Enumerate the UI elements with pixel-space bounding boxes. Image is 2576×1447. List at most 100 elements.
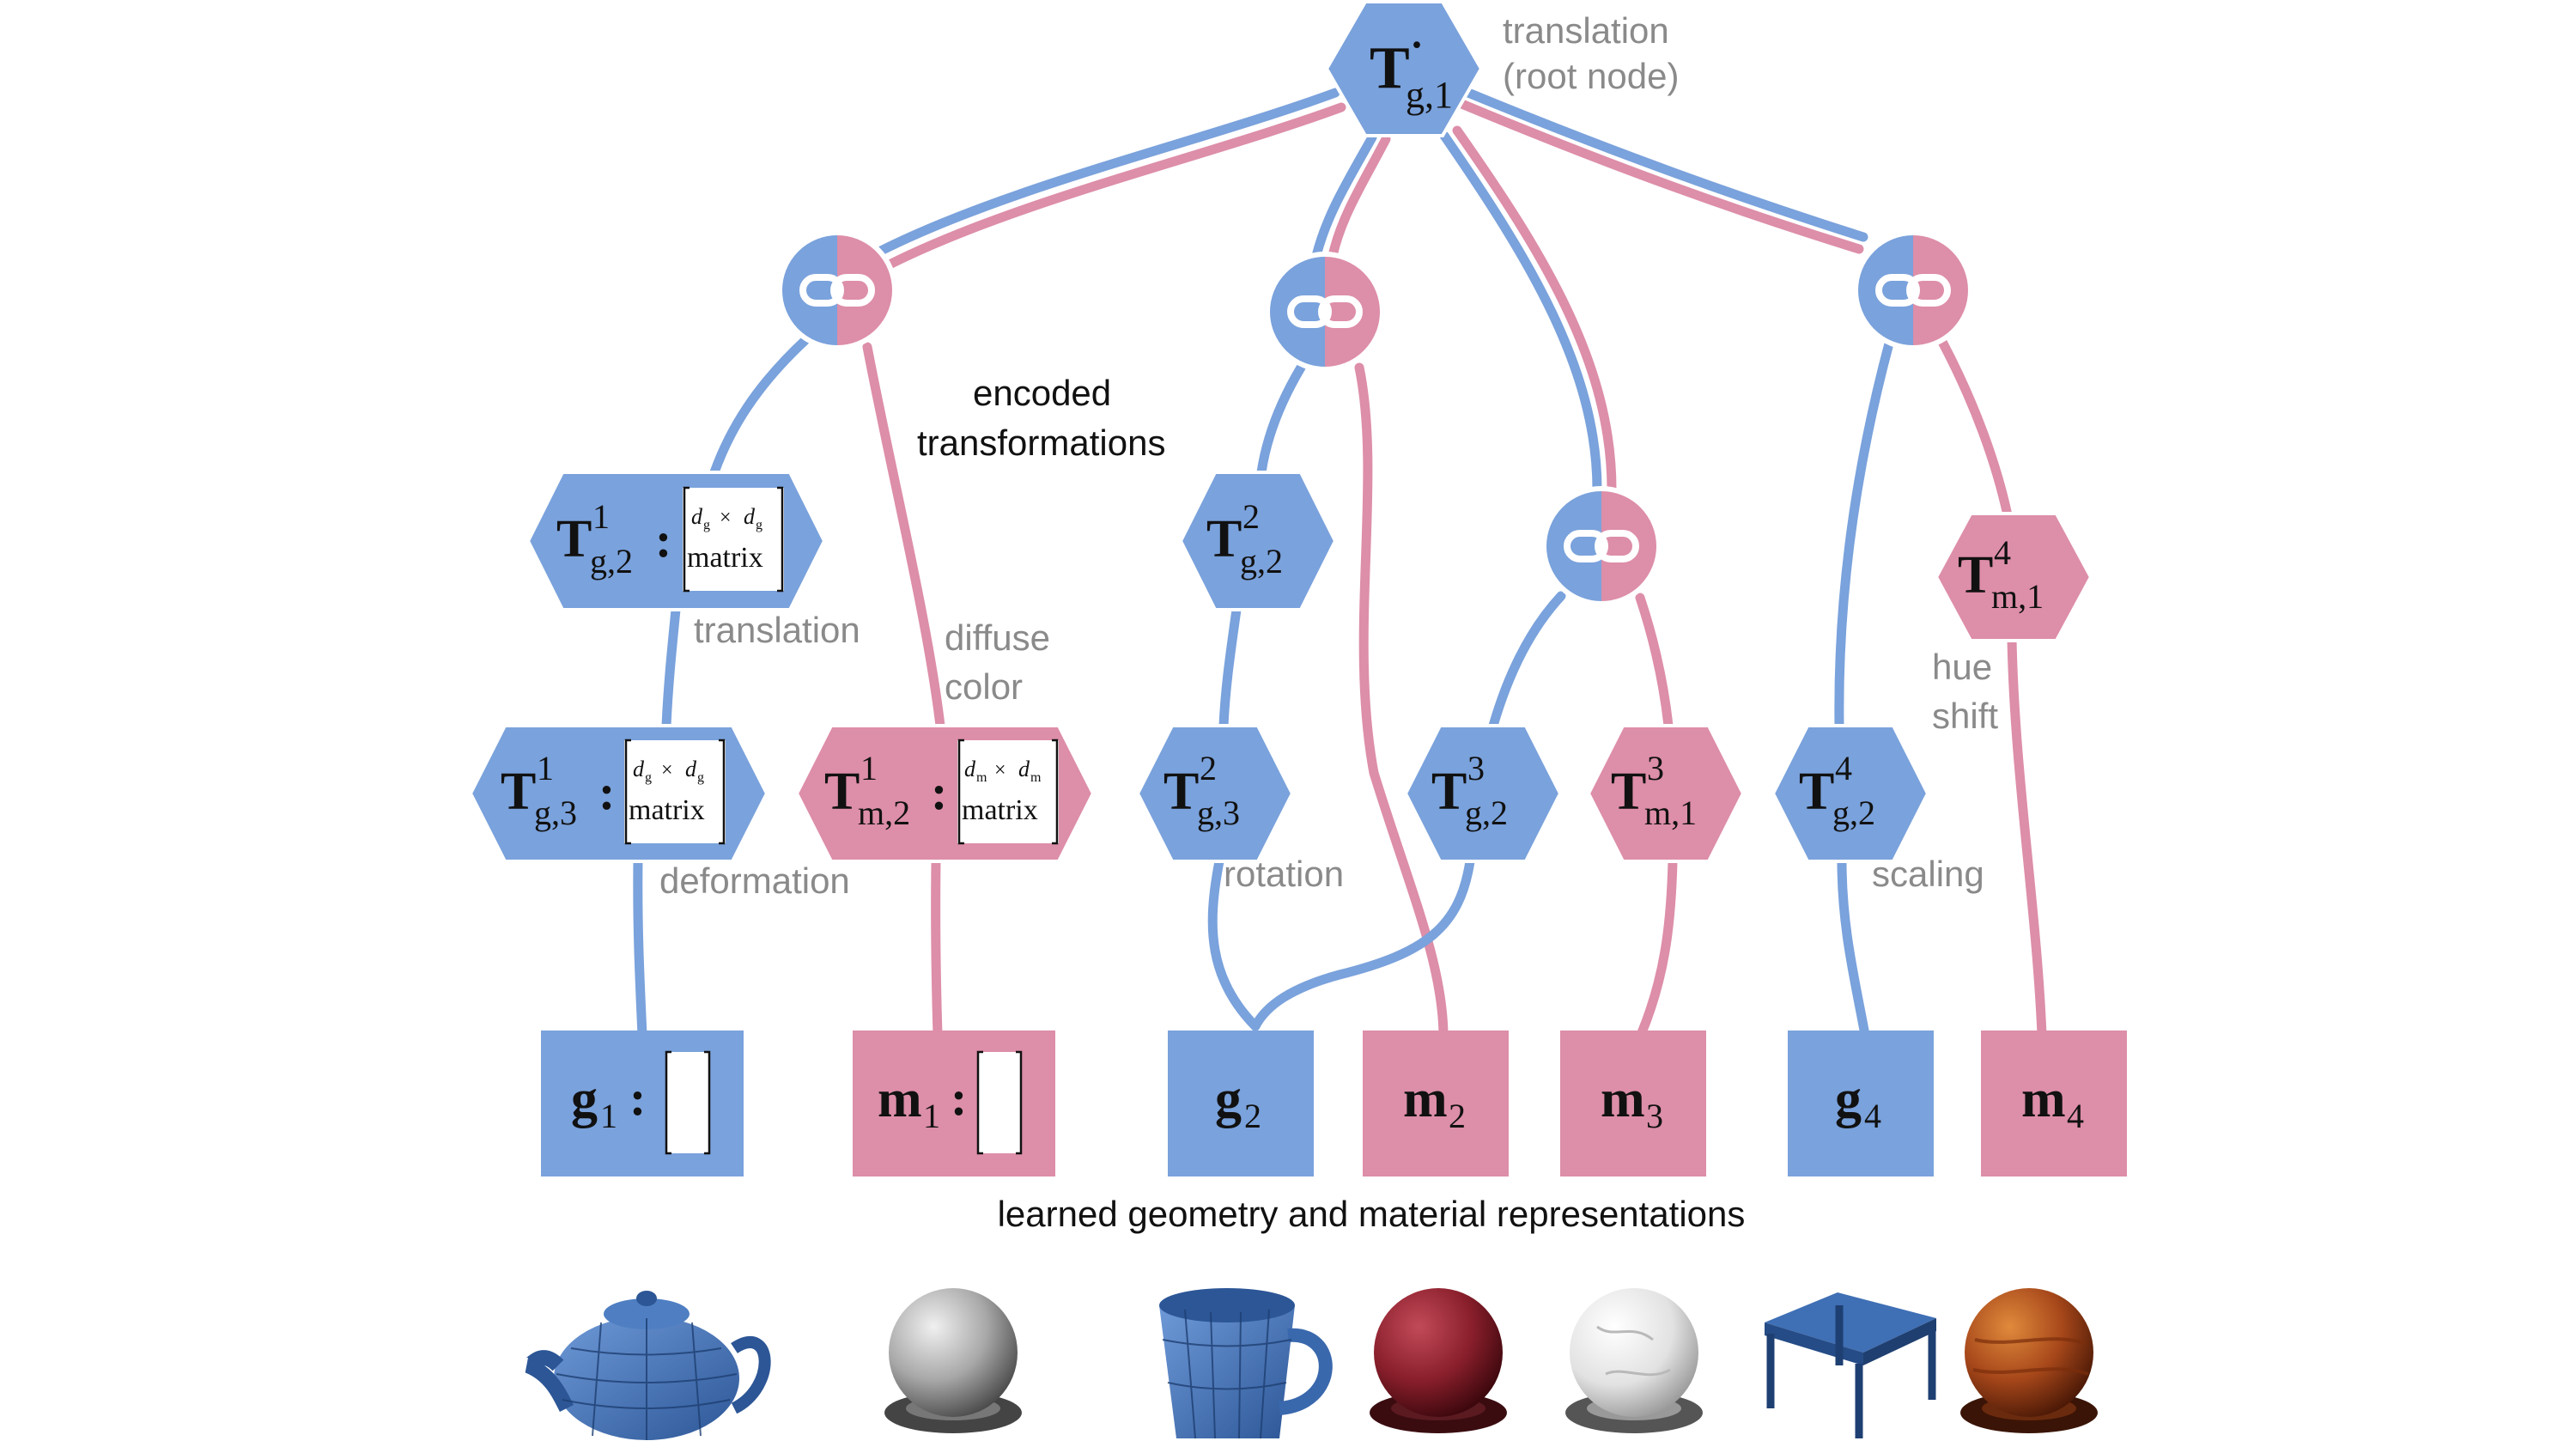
edge-root-linkD-mat bbox=[1455, 98, 1864, 254]
mug-thumbnail bbox=[1159, 1288, 1333, 1439]
leaf-m3[interactable]: m 3 bbox=[1560, 1031, 1706, 1176]
hue-label-line1: hue bbox=[1932, 647, 1992, 687]
leaf-g4[interactable]: g 4 bbox=[1788, 1031, 1934, 1176]
svg-text:g: g bbox=[571, 1070, 598, 1128]
edge-linkB-tg22 bbox=[1256, 362, 1306, 477]
edge-root-linkA-geo bbox=[876, 88, 1340, 256]
svg-text:d: d bbox=[633, 757, 645, 781]
vector-box bbox=[976, 1050, 1023, 1155]
edge-tm12-m1 bbox=[931, 856, 943, 1040]
edge-tg32-g2 bbox=[1250, 856, 1475, 1031]
svg-text:g: g bbox=[756, 518, 762, 532]
node-tm12[interactable]: T 1 m,2 : d m × d m matrix bbox=[794, 724, 1096, 863]
edge-root-linkB-geo bbox=[1311, 132, 1377, 261]
tg42-sup: 4 bbox=[1835, 749, 1852, 787]
svg-text:3: 3 bbox=[1646, 1097, 1663, 1135]
node-tg22[interactable]: T 2 g,2 bbox=[1178, 471, 1338, 611]
node-tm41[interactable]: T 4 m,1 bbox=[1934, 512, 2093, 642]
svg-text:d: d bbox=[685, 757, 697, 781]
matrix-box-geo: d g × d g matrix bbox=[624, 739, 726, 845]
svg-text:g: g bbox=[645, 770, 652, 785]
svg-text:m: m bbox=[1030, 770, 1042, 785]
leaf-g1[interactable]: g 1 : bbox=[541, 1031, 744, 1176]
edge-tg42-g4 bbox=[1837, 856, 1870, 1040]
edge-root-linkD-geo bbox=[1459, 86, 1868, 242]
matrix-box-mat: d m × d m matrix bbox=[957, 739, 1059, 845]
matrix-box-geo: d g × d g matrix bbox=[683, 486, 784, 593]
encoded-label-line2: transformations bbox=[917, 423, 1165, 463]
edges bbox=[633, 86, 2047, 1040]
node-tg12[interactable]: T 1 g,2 : d g × d g matrix bbox=[526, 471, 827, 611]
vector-box bbox=[665, 1050, 711, 1155]
edge-tg13-g1 bbox=[633, 856, 647, 1040]
teapot-thumbnail bbox=[525, 1291, 771, 1440]
svg-text:g: g bbox=[697, 770, 704, 785]
svg-text:matrix: matrix bbox=[629, 794, 705, 826]
node-tg32[interactable]: T 3 g,2 bbox=[1403, 724, 1563, 863]
tg23-sup: 2 bbox=[1200, 749, 1217, 787]
node-tg23[interactable]: T 2 g,3 bbox=[1135, 724, 1295, 863]
root-caption-line1: translation bbox=[1503, 10, 1669, 51]
root-base: T bbox=[1370, 35, 1410, 101]
link-node-c[interactable] bbox=[1537, 482, 1666, 611]
link-icon bbox=[1564, 530, 1639, 562]
edge-linkC-tm31 bbox=[1635, 593, 1674, 731]
leaf-m2[interactable]: m 2 bbox=[1363, 1031, 1509, 1176]
svg-text:matrix: matrix bbox=[687, 542, 763, 574]
tg32-sup: 3 bbox=[1467, 749, 1485, 787]
leaf-m4[interactable]: m 4 bbox=[1981, 1031, 2127, 1176]
deformation-label: deformation bbox=[659, 860, 850, 901]
rotation-label: rotation bbox=[1224, 854, 1344, 894]
svg-text:m: m bbox=[878, 1070, 922, 1128]
edge-tm41-m4 bbox=[2007, 634, 2047, 1040]
edge-tg23-g2 bbox=[1207, 856, 1261, 1031]
tg32-sub: g,2 bbox=[1465, 793, 1508, 832]
svg-text:1: 1 bbox=[600, 1097, 617, 1135]
edge-linkC-tg32 bbox=[1488, 591, 1566, 731]
edge-linkD-tm41 bbox=[1937, 337, 2013, 520]
encoded-label-line1: encoded bbox=[973, 373, 1111, 413]
tm12-base: T bbox=[824, 763, 860, 821]
svg-text:d: d bbox=[964, 757, 976, 781]
svg-text:d: d bbox=[691, 504, 703, 529]
white-marble-sphere-thumbnail bbox=[1565, 1288, 1703, 1433]
link-node-d[interactable] bbox=[1849, 226, 1978, 355]
tg12-colon: : bbox=[655, 512, 671, 568]
tm31-sup: 3 bbox=[1647, 749, 1664, 787]
link-node-b[interactable] bbox=[1261, 247, 1389, 376]
svg-text:m: m bbox=[2021, 1070, 2066, 1128]
leaf-g2[interactable]: g 2 bbox=[1168, 1031, 1314, 1176]
tg13-sup: 1 bbox=[537, 749, 554, 787]
node-tg42[interactable]: T 4 g,2 bbox=[1771, 724, 1930, 863]
svg-text:matrix: matrix bbox=[962, 794, 1038, 826]
tg12-sub: g,2 bbox=[590, 542, 633, 581]
root-caption-line2: (root node) bbox=[1503, 56, 1679, 96]
tg32-base: T bbox=[1431, 763, 1467, 821]
tm12-sub: m,2 bbox=[858, 793, 910, 832]
edge-root-linkC-geo bbox=[1439, 131, 1602, 495]
edge-linkA-tg12 bbox=[709, 335, 811, 477]
diffuse-label-line2: color bbox=[945, 666, 1023, 707]
svg-text:m: m bbox=[1601, 1070, 1645, 1128]
svg-text:×: × bbox=[720, 507, 732, 529]
tg12-sup: 1 bbox=[592, 497, 610, 536]
root-node[interactable]: T · g,1 bbox=[1324, 0, 1484, 137]
hue-label-line2: shift bbox=[1932, 696, 1998, 736]
edge-root-linkA-mat bbox=[884, 102, 1346, 270]
edge-root-linkB-mat bbox=[1327, 134, 1391, 261]
tg42-base: T bbox=[1799, 763, 1834, 821]
root-sup: · bbox=[1410, 22, 1424, 68]
edge-tg12-tg13 bbox=[661, 605, 681, 731]
svg-text:g: g bbox=[703, 518, 710, 532]
tg13-base: T bbox=[501, 763, 536, 821]
node-tg13[interactable]: T 1 g,3 : d g × d g matrix bbox=[468, 724, 769, 863]
scaling-label: scaling bbox=[1872, 854, 1984, 894]
leaf-m1[interactable]: m 1 : bbox=[853, 1031, 1055, 1176]
tm12-colon: : bbox=[931, 764, 947, 820]
svg-text:d: d bbox=[1018, 757, 1030, 781]
link-icon bbox=[799, 274, 875, 307]
node-tm31[interactable]: T 3 m,1 bbox=[1586, 724, 1746, 863]
tm41-sup: 4 bbox=[1994, 533, 2011, 572]
tg13-colon: : bbox=[598, 764, 615, 820]
diffuse-label-line1: diffuse bbox=[945, 617, 1050, 658]
